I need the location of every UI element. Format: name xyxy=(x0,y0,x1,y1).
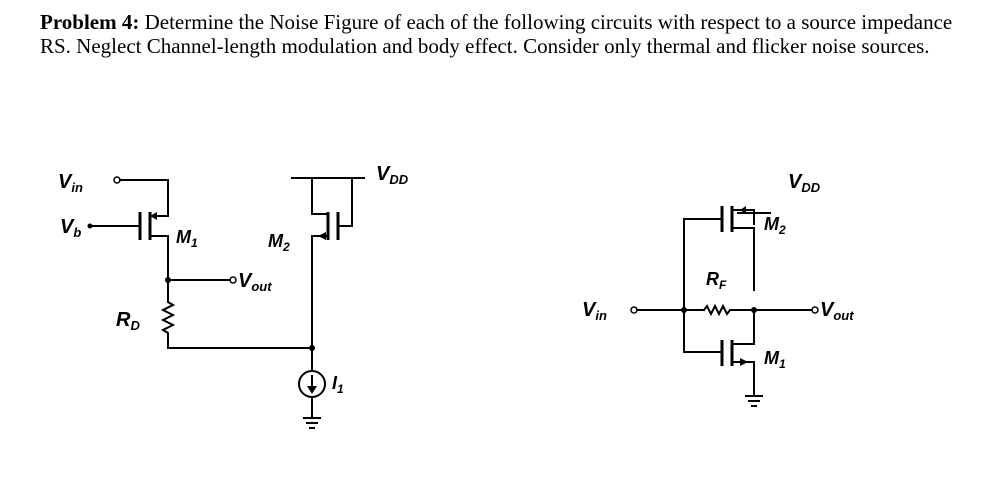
c1-vin-label: Vin xyxy=(58,171,83,195)
circuit-2: VDD M2 RF Vin Vout M1 xyxy=(582,171,854,407)
c2-vout-label: Vout xyxy=(820,299,854,323)
m1-transistor xyxy=(87,212,169,281)
rf-resistor xyxy=(702,303,755,317)
i1-current-source xyxy=(298,370,326,398)
c1-m2-label: M2 xyxy=(268,231,290,254)
circuit-1: Vin Vb M1 M2 VDD Vout RD I1 xyxy=(58,163,409,429)
c1-vb-label: Vb xyxy=(60,216,81,240)
c1-rd-label: RD xyxy=(116,309,140,333)
c1-vout-label: Vout xyxy=(238,270,272,294)
c1-i1-label: I1 xyxy=(332,373,344,396)
vin-wire xyxy=(119,179,169,215)
rd-resistor xyxy=(160,279,313,349)
c1-vdd-label: VDD xyxy=(376,163,409,187)
ground-2 xyxy=(745,395,763,407)
problem-text: Determine the Noise Figure of each of th… xyxy=(40,10,953,58)
problem-statement: Problem 4: Determine the Noise Figure of… xyxy=(40,10,970,58)
vout-terminal xyxy=(229,276,237,284)
c2-rf-label: RF xyxy=(706,269,727,292)
problem-heading: Problem 4: xyxy=(40,10,140,34)
m2-transistor xyxy=(291,177,365,349)
c1-m1-label: M1 xyxy=(176,227,198,250)
c2-vout-terminal xyxy=(811,306,819,314)
c2-vin-label: Vin xyxy=(582,299,607,323)
c2-vdd-label: VDD xyxy=(788,171,821,195)
ground-1 xyxy=(303,417,321,429)
c2-m1-label: M1 xyxy=(764,348,786,371)
m1-nmos xyxy=(683,309,755,397)
c2-input-node xyxy=(681,307,687,313)
c2-m2-label: M2 xyxy=(764,214,786,237)
